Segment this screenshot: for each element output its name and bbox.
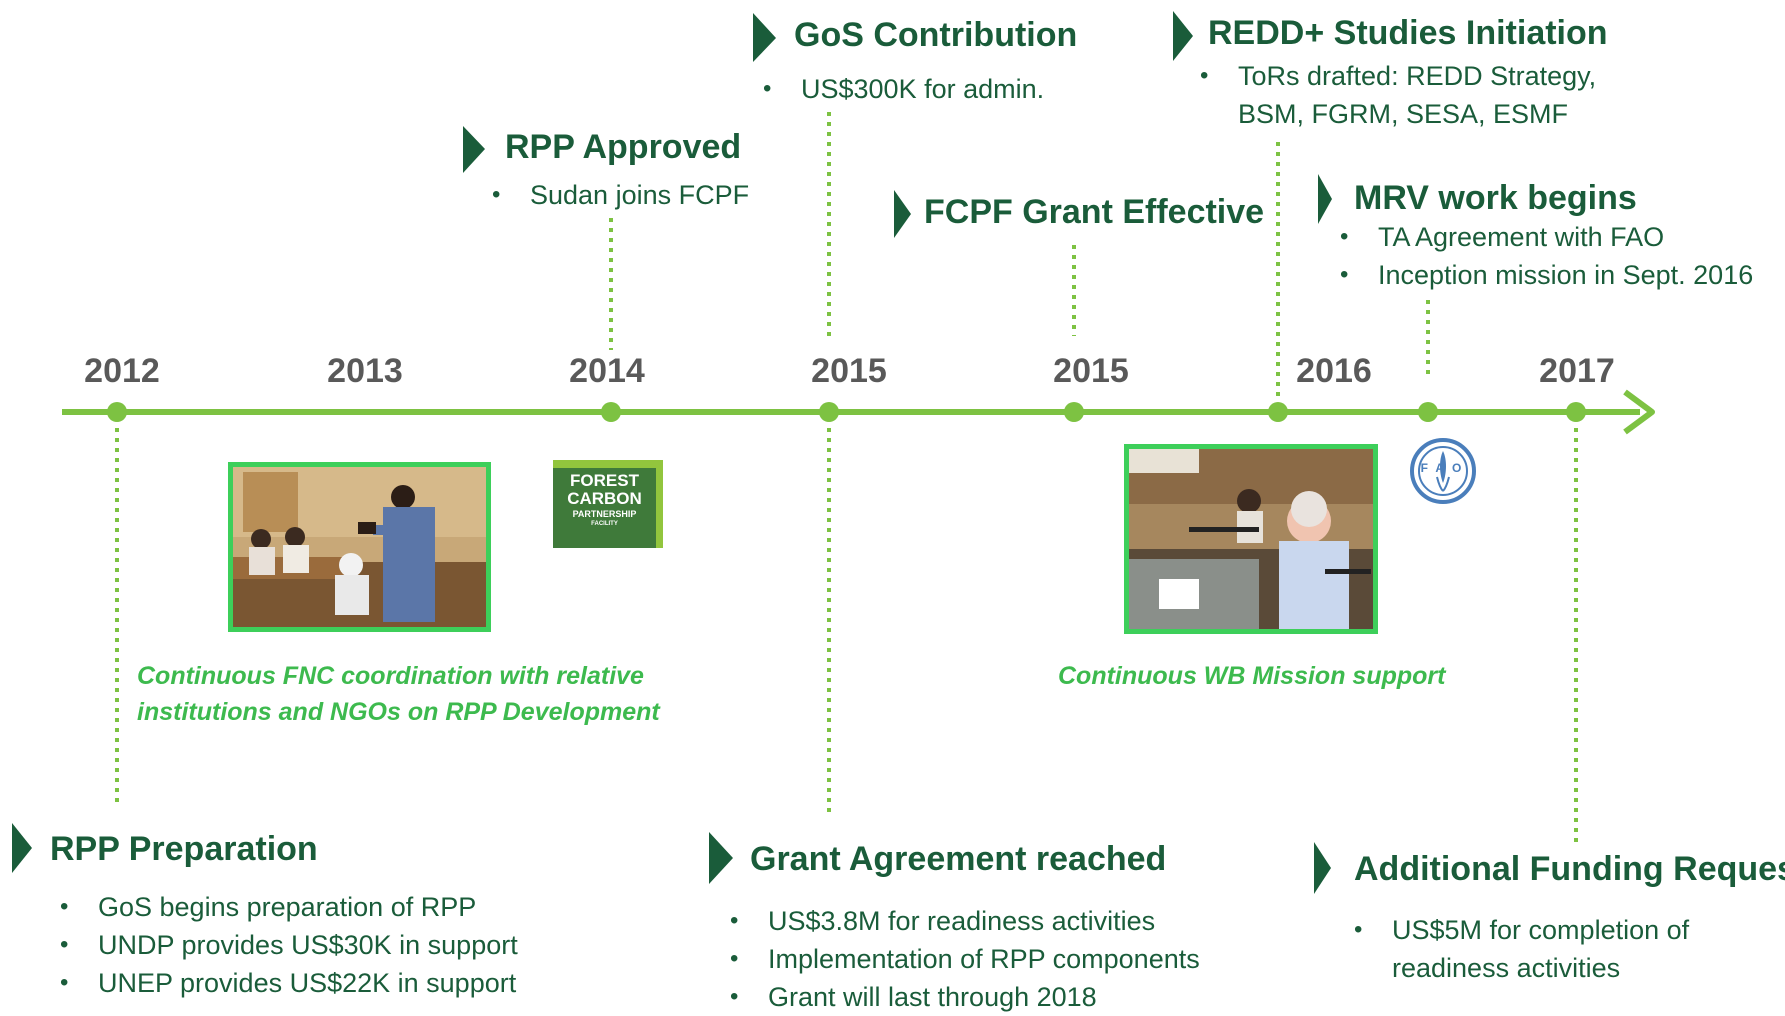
year-label: 2014 bbox=[569, 352, 645, 390]
list-item: US$3.8M for readiness activities bbox=[730, 902, 1200, 940]
fcpf-logo-text: FOREST bbox=[570, 471, 639, 490]
note-wb-mission: Continuous WB Mission support bbox=[1058, 662, 1446, 690]
chevron-marker-icon bbox=[463, 126, 485, 173]
fcpf-logo-text: FACILITY bbox=[591, 521, 618, 527]
list-item: Sudan joins FCPF bbox=[492, 176, 749, 214]
fcpf-logo-text: PARTNERSHIP bbox=[572, 509, 637, 519]
timeline-dot-2016b bbox=[1418, 402, 1438, 422]
milestone-bullets-redd-studies: ToRs drafted: REDD Strategy, BSM, FGRM, … bbox=[1200, 57, 1596, 133]
list-item: US$300K for admin. bbox=[763, 70, 1044, 108]
chevron-marker-icon bbox=[894, 190, 911, 238]
fao-logo: FAO bbox=[1409, 437, 1477, 505]
note-line: Continuous FNC coordination with relativ… bbox=[137, 662, 644, 690]
timeline-dot-2016 bbox=[1268, 402, 1288, 422]
milestone-title-rpp-preparation: RPP Preparation bbox=[50, 830, 318, 868]
note-line: institutions and NGOs on RPP Development bbox=[137, 698, 660, 726]
list-item: readiness activities bbox=[1392, 953, 1621, 983]
milestone-bullets-mrv-work: TA Agreement with FAO Inception mission … bbox=[1340, 218, 1753, 294]
list-item: TA Agreement with FAO bbox=[1340, 218, 1753, 256]
timeline-dot-2012 bbox=[107, 402, 127, 422]
timeline-dot-2017 bbox=[1566, 402, 1586, 422]
timeline-dot-2015a bbox=[819, 402, 839, 422]
chevron-marker-icon bbox=[12, 823, 32, 873]
milestone-bullets-additional-funding: US$5M for completion of readiness activi… bbox=[1354, 911, 1689, 987]
list-item: GoS begins preparation of RPP bbox=[60, 888, 518, 926]
list-item: ToRs drafted: REDD Strategy, bbox=[1200, 57, 1596, 95]
wb-mission-photo-image bbox=[1129, 449, 1373, 629]
list-item: Inception mission in Sept. 2016 bbox=[1340, 256, 1753, 294]
year-label: 2015 bbox=[811, 352, 887, 390]
milestone-title-fcpf-grant: FCPF Grant Effective bbox=[924, 193, 1265, 231]
list-item: Implementation of RPP components bbox=[730, 940, 1200, 978]
list-item: UNEP provides US$22K in support bbox=[60, 964, 518, 1002]
milestone-title-redd-studies: REDD+ Studies Initiation bbox=[1208, 14, 1608, 52]
milestone-title-mrv-work: MRV work begins bbox=[1354, 179, 1637, 217]
list-item: BSM, FGRM, SESA, ESMF bbox=[1238, 99, 1569, 129]
list-item: US$5M for completion of bbox=[1354, 911, 1689, 949]
list-item: UNDP provides US$30K in support bbox=[60, 926, 518, 964]
chevron-marker-icon bbox=[1173, 11, 1193, 61]
milestone-title-gos-contribution: GoS Contribution bbox=[794, 16, 1078, 54]
wb-mission-photo bbox=[1124, 444, 1378, 634]
chevron-marker-icon bbox=[1314, 842, 1331, 894]
year-label: 2013 bbox=[327, 352, 403, 390]
milestone-bullets-rpp-approved: Sudan joins FCPF bbox=[492, 176, 749, 214]
timeline-connectors bbox=[115, 112, 1578, 845]
chevron-markers bbox=[12, 11, 1332, 894]
fcpf-logo-text: CARBON bbox=[567, 489, 642, 508]
meeting-photo bbox=[228, 462, 491, 632]
timeline-dot-2015b bbox=[1064, 402, 1084, 422]
milestone-title-rpp-approved: RPP Approved bbox=[505, 128, 742, 166]
fao-logo-text: FAO bbox=[1420, 461, 1470, 475]
milestone-title-grant-agreement: Grant Agreement reached bbox=[750, 840, 1167, 878]
fcpf-logo-front: FOREST CARBON PARTNERSHIP FACILITY bbox=[553, 468, 656, 548]
year-label: 2015 bbox=[1053, 352, 1129, 390]
milestone-title-additional-funding: Additional Funding Request bbox=[1354, 850, 1785, 888]
chevron-marker-icon bbox=[1318, 174, 1332, 224]
timeline-arrowhead-icon bbox=[1623, 389, 1655, 435]
chevron-marker-icon bbox=[753, 13, 776, 62]
list-item: Grant will last through 2018 bbox=[730, 978, 1200, 1016]
fao-logo-image bbox=[1410, 438, 1476, 504]
fcpf-logo: FOREST CARBON PARTNERSHIP FACILITY bbox=[553, 460, 673, 548]
year-label: 2012 bbox=[84, 352, 160, 390]
milestone-bullets-gos-contribution: US$300K for admin. bbox=[763, 70, 1044, 108]
milestone-bullets-grant-agreement: US$3.8M for readiness activities Impleme… bbox=[730, 902, 1200, 1016]
meeting-photo-image bbox=[233, 467, 486, 627]
year-label: 2016 bbox=[1296, 352, 1372, 390]
milestone-bullets-rpp-preparation: GoS begins preparation of RPP UNDP provi… bbox=[60, 888, 518, 1002]
timeline-dot-2014 bbox=[601, 402, 621, 422]
year-label: 2017 bbox=[1539, 352, 1615, 390]
chevron-marker-icon bbox=[709, 832, 733, 884]
note-fnc-coordination: Continuous FNC coordination with relativ… bbox=[137, 658, 660, 730]
timeline-dots bbox=[107, 402, 1586, 422]
